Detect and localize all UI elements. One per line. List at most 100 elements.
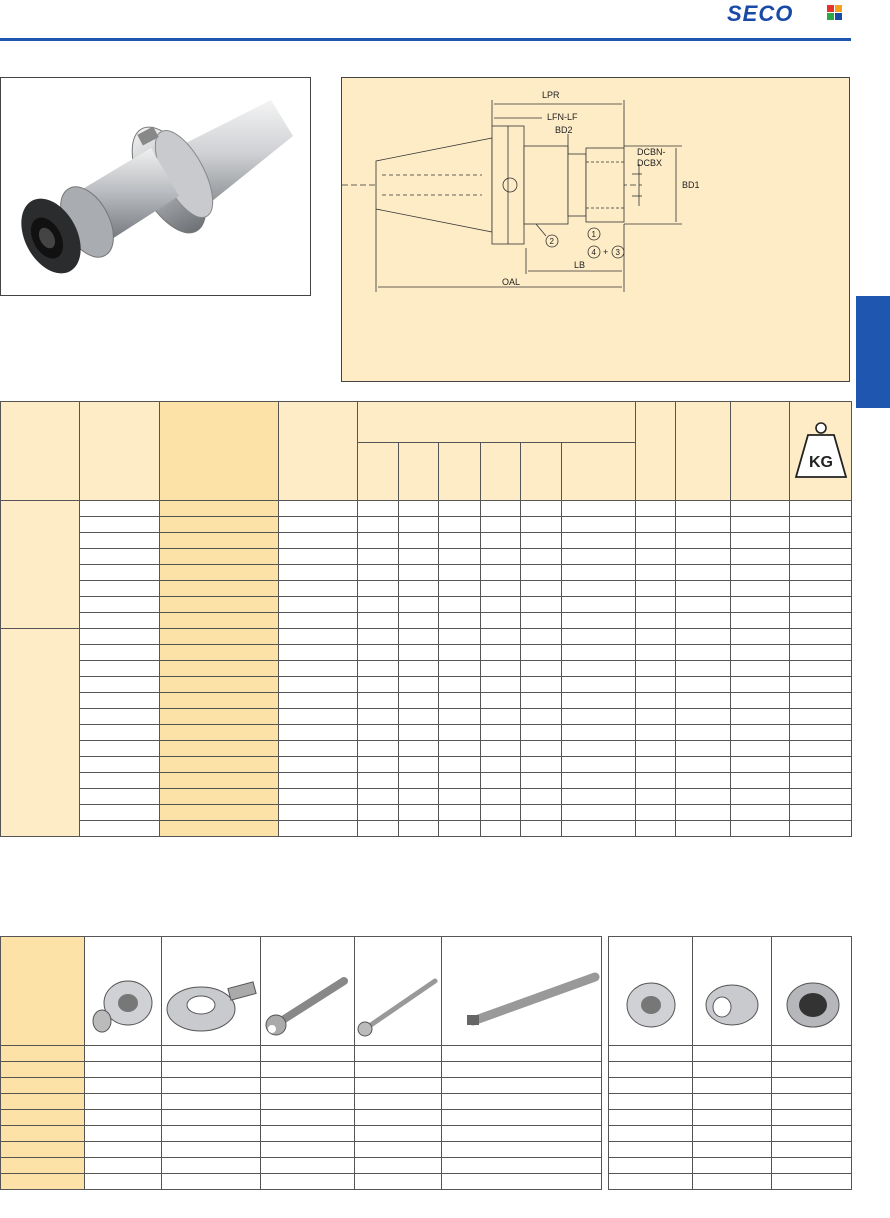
table-cell <box>398 740 439 757</box>
table-row[interactable] <box>1 820 853 837</box>
table-cell <box>357 532 399 549</box>
table-row[interactable] <box>1 692 853 709</box>
table-cell <box>635 804 677 821</box>
table-cell <box>560 548 637 565</box>
table-cell <box>357 612 399 629</box>
table-cell <box>441 1157 602 1174</box>
table-row[interactable] <box>1 644 853 661</box>
table-cell <box>84 1093 162 1110</box>
table-row[interactable] <box>1 516 853 533</box>
table-row[interactable] <box>1 596 853 613</box>
table-row[interactable] <box>0 1093 602 1110</box>
table-cell <box>675 804 732 821</box>
table-cell <box>675 580 732 597</box>
table-cell <box>278 804 358 821</box>
table-row[interactable] <box>0 1061 602 1078</box>
table-cell <box>520 660 562 677</box>
table-row[interactable] <box>1 676 853 693</box>
table-cell <box>79 708 160 725</box>
table-cell <box>398 612 439 629</box>
table-cell <box>398 532 439 549</box>
table-cell <box>480 532 521 549</box>
header-row: KG <box>0 401 853 501</box>
header-cell: KG <box>789 401 853 501</box>
table-cell <box>84 1061 162 1078</box>
table-cell <box>789 676 853 693</box>
table-row[interactable] <box>608 1077 852 1094</box>
table-row[interactable] <box>1 532 853 549</box>
table-cell <box>438 660 481 677</box>
table-cell <box>560 628 637 645</box>
table-row[interactable] <box>1 564 853 581</box>
table-cell <box>692 1045 772 1062</box>
table-cell <box>560 676 637 693</box>
table-cell <box>278 596 358 613</box>
table-row[interactable] <box>1 788 853 805</box>
table-row[interactable] <box>0 628 853 837</box>
table-cell <box>357 788 399 805</box>
table-cell <box>438 580 481 597</box>
table-cell <box>635 708 677 725</box>
table-cell <box>771 1077 852 1094</box>
table-row[interactable] <box>608 1141 852 1158</box>
table-row[interactable] <box>0 500 853 629</box>
table-cell <box>84 1077 162 1094</box>
table-row[interactable] <box>1 548 853 565</box>
table-cell <box>730 724 791 741</box>
table-cell <box>635 756 677 773</box>
callout-plus: + <box>603 247 608 257</box>
table-row[interactable] <box>0 1173 602 1190</box>
table-cell <box>84 1109 162 1126</box>
table-cell <box>608 1093 693 1110</box>
table-row[interactable] <box>1 772 853 789</box>
table-cell <box>79 612 160 629</box>
table-cell <box>771 1045 852 1062</box>
table-cell <box>260 1173 355 1190</box>
table-cell <box>438 740 481 757</box>
table-row[interactable] <box>0 1125 602 1142</box>
table-row[interactable] <box>1 612 853 629</box>
table-cell <box>730 516 791 533</box>
table-cell <box>438 596 481 613</box>
table-cell <box>354 1109 442 1126</box>
table-cell <box>789 804 853 821</box>
table-row[interactable] <box>608 1157 852 1174</box>
table-row[interactable] <box>0 1045 602 1062</box>
table-cell <box>560 644 637 661</box>
table-cell <box>398 580 439 597</box>
table-cell <box>438 676 481 693</box>
table-row[interactable] <box>0 1157 602 1174</box>
table-row[interactable] <box>1 580 853 597</box>
table-row[interactable] <box>0 1077 602 1094</box>
technical-drawing: LPR LFN-LF BD2 DCBN- DCBX BD1 LB OAL 2 1… <box>341 77 850 382</box>
table-cell <box>480 804 521 821</box>
table-row[interactable] <box>0 1109 602 1126</box>
table-cell <box>675 660 732 677</box>
table-cell <box>159 724 279 741</box>
table-row[interactable] <box>608 1173 852 1190</box>
table-row[interactable] <box>608 1109 852 1126</box>
table-row[interactable] <box>1 804 853 821</box>
accessory-header-cell <box>84 936 162 1046</box>
table-row[interactable] <box>608 1061 852 1078</box>
table-row[interactable] <box>608 1093 852 1110</box>
table-row[interactable] <box>608 1045 852 1062</box>
table-row[interactable] <box>608 1125 852 1142</box>
table-row[interactable] <box>0 1141 602 1158</box>
table-cell <box>79 740 160 757</box>
table-row[interactable] <box>1 756 853 773</box>
table-cell <box>789 708 853 725</box>
table-cell <box>635 516 677 533</box>
table-row[interactable] <box>1 740 853 757</box>
table-cell <box>480 612 521 629</box>
table-cell <box>730 580 791 597</box>
table-cell <box>398 660 439 677</box>
section-tab[interactable] <box>856 296 890 408</box>
table-row[interactable] <box>1 724 853 741</box>
toolholder-photo-icon <box>21 100 293 274</box>
table-row[interactable] <box>1 660 853 677</box>
table-row[interactable] <box>1 708 853 725</box>
table-cell <box>438 788 481 805</box>
table-cell <box>675 564 732 581</box>
table-cell <box>675 612 732 629</box>
